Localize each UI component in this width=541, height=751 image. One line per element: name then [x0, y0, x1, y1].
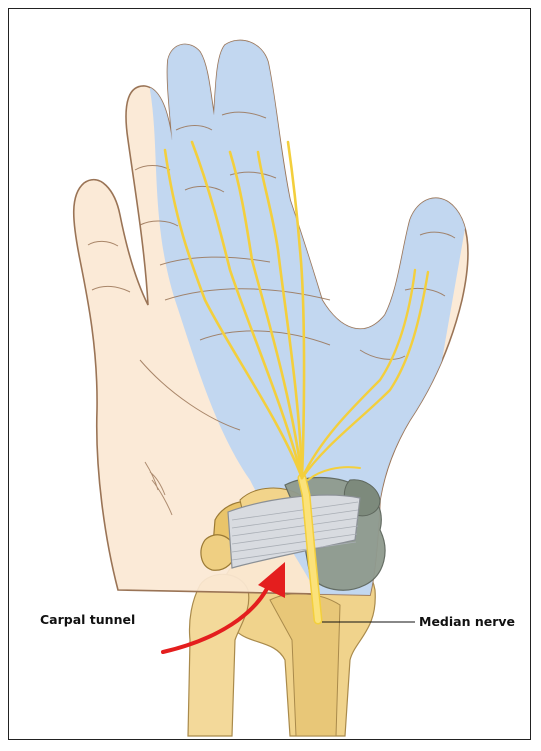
carpal-tunnel-label: Carpal tunnel: [40, 612, 135, 627]
median-nerve-label: Median nerve: [419, 614, 515, 629]
